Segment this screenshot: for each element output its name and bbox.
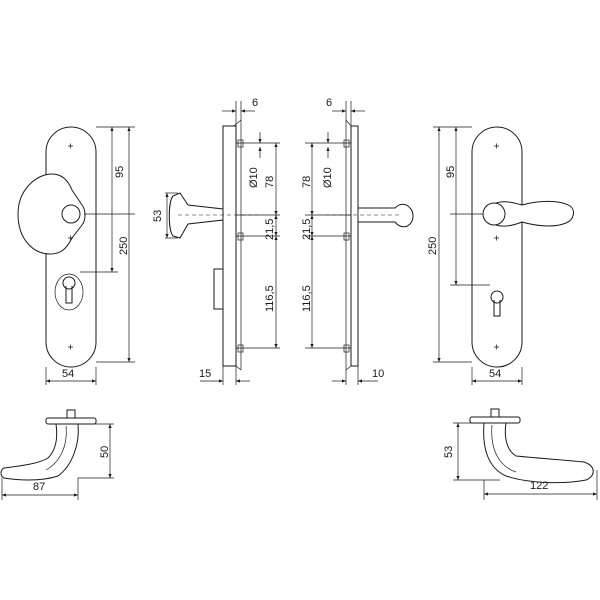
screw-holes-right [343,139,350,353]
dim-116-5-right: 116,5 [301,285,313,312]
cylinder-hole-right [490,290,504,317]
lever-profile-right [357,203,414,228]
door-knob [17,173,86,255]
dim-21-5-right: 21,5 [301,219,313,240]
top-view-left: 50 87 [0,409,114,500]
dim-122: 122 [530,480,548,492]
dim-250-right: 250 [427,237,439,255]
front-view-right: 95 250 54 [427,126,574,385]
plate-profile-right [350,125,359,367]
dim-54-left: 54 [62,368,74,380]
dim-d10-left: Ø10 [248,167,260,188]
dim-95-left: 95 [114,166,126,178]
dim-53-left: 53 [152,210,164,222]
cylinder-hole-left [62,276,76,304]
door-lever [493,200,574,227]
knob-profile-left [168,192,224,239]
screw-marks-right [494,143,499,350]
knob-top-profile [0,423,79,481]
side-view-left: 6 Ø10 78 21,5 116,5 53 15 [152,97,280,385]
side-view-right: 6 Ø10 78 21,5 116,5 10 [301,97,414,385]
rose-top-right [469,416,521,424]
dim-d10-right: Ø10 [322,167,334,188]
rose-top-left [45,417,97,425]
lever-rose [482,202,506,226]
front-view-left: 95 250 54 [17,126,135,385]
dim-6-right: 6 [326,97,332,109]
dim-10-right: 10 [372,368,384,380]
top-view-right: 53 122 [443,408,598,500]
dim-78-left: 78 [264,176,276,188]
dim-87: 87 [33,481,45,493]
screw-holes-left [237,139,244,353]
dim-50: 50 [99,446,111,458]
spindle-stub-right [490,408,500,418]
dim-250-left: 250 [118,237,130,255]
knob-rose [61,204,81,224]
dim-21-5-left: 21,5 [264,219,276,240]
cylinder-escutcheon-left [54,273,84,311]
lever-top-profile [483,422,594,484]
screw-marks-left [68,143,73,350]
dim-78-right: 78 [301,176,313,188]
dim-54-right: 54 [489,368,501,380]
plate-profile-left [222,125,237,367]
dim-53-lever: 53 [443,446,455,458]
spindle-stub-left [66,409,76,419]
backplate-right [471,126,523,368]
dim-95-right: 95 [445,166,457,178]
dim-116-5-left: 116,5 [264,285,276,312]
latch-box-left [213,268,224,310]
dim-15-left: 15 [199,368,211,380]
dim-6-left: 6 [252,97,258,109]
